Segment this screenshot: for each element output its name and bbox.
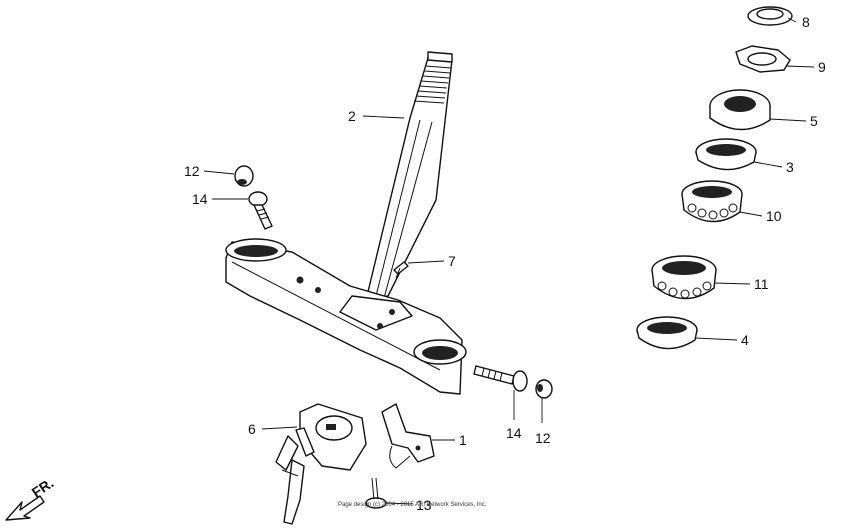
callout-12-left: 12 [184, 163, 200, 179]
callout-11: 11 [754, 276, 769, 292]
dust-seal-4[interactable] [636, 316, 698, 350]
upper-bearing-10[interactable] [681, 180, 743, 223]
callout-9: 9 [818, 59, 826, 75]
callout-5: 5 [810, 113, 818, 129]
cap-nut-12-right[interactable] [535, 379, 553, 399]
dust-seal-3[interactable] [695, 138, 757, 171]
callout-14-left: 14 [192, 191, 208, 207]
ignition-switch-6[interactable] [275, 403, 367, 525]
steering-stem-shaft[interactable] [365, 51, 453, 301]
adjusting-nut-5[interactable] [709, 89, 771, 131]
bolt-14-left[interactable] [248, 191, 273, 230]
callout-1: 1 [459, 432, 467, 448]
callout-14-right: 14 [506, 425, 522, 441]
callout-7: 7 [448, 253, 456, 269]
leader-lines [203, 17, 815, 505]
lower-bearing-11[interactable] [651, 255, 717, 300]
front-direction-arrow: FR. [5, 475, 57, 521]
callout-6: 6 [248, 421, 256, 437]
callout-8: 8 [802, 14, 810, 30]
arrow-icon [5, 495, 45, 521]
callout-3: 3 [786, 159, 794, 175]
screw-13[interactable] [365, 477, 387, 509]
callout-12-right: 12 [535, 430, 551, 446]
screw-7[interactable] [393, 261, 409, 279]
callout-10: 10 [766, 208, 782, 224]
cap-nut-12-left[interactable] [234, 165, 254, 187]
lock-nut-8[interactable] [747, 6, 793, 26]
bolt-14-right[interactable] [473, 365, 528, 392]
callout-numbers: 8 9 5 3 10 11 4 2 12 14 7 6 1 14 12 13 [184, 14, 826, 513]
callout-13: 13 [416, 497, 432, 513]
direction-label: FR. [29, 475, 57, 501]
copyright-notice: Page design (c) 2004 - 2015 ARI Network … [338, 502, 487, 508]
stem-bottom-bridge[interactable] [225, 238, 467, 395]
switch-bracket-1[interactable] [381, 403, 435, 469]
callout-4: 4 [741, 332, 749, 348]
callout-2: 2 [348, 108, 356, 124]
lock-washer-9[interactable] [735, 45, 791, 73]
